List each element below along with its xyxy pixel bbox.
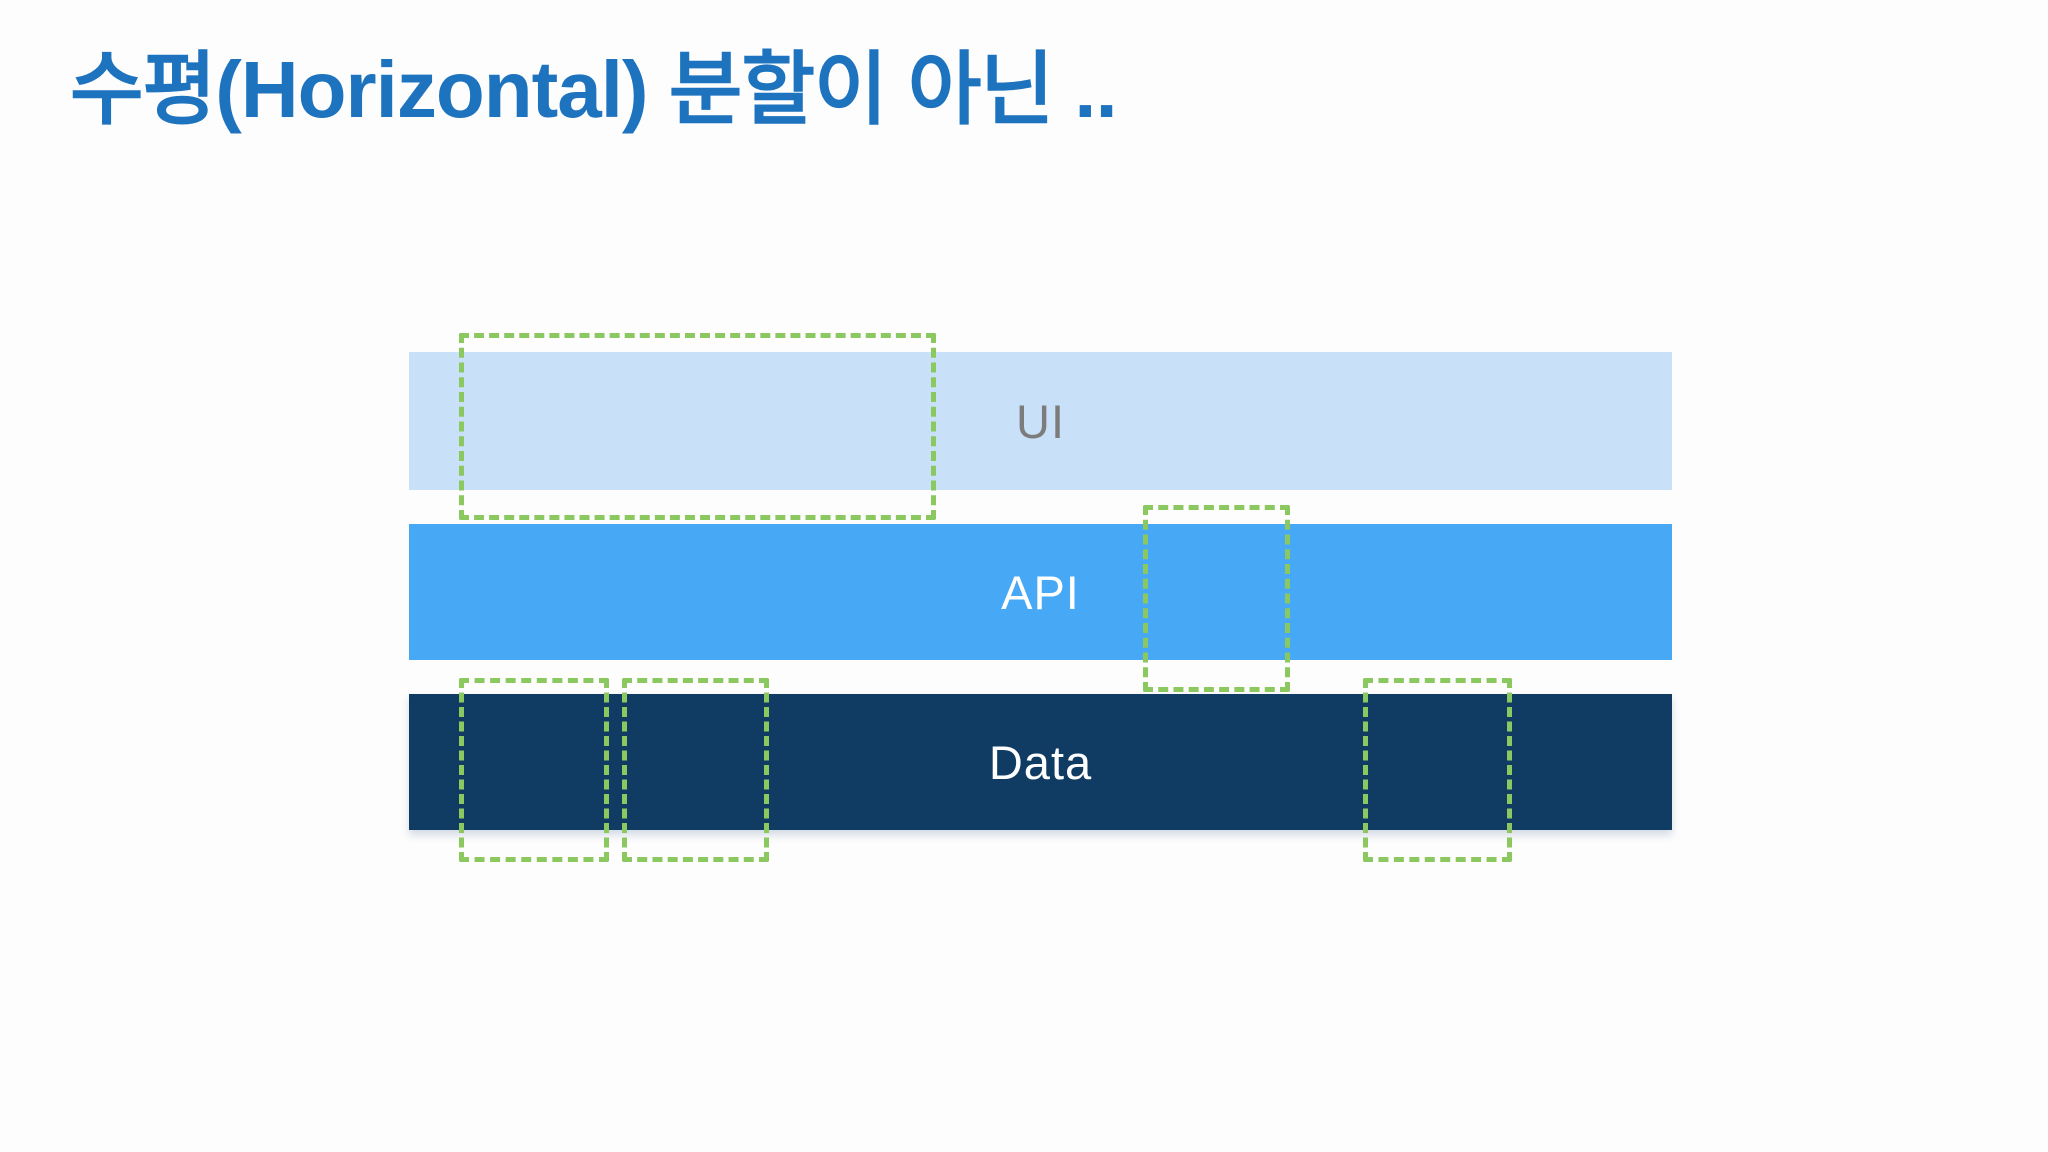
layer-label-data: Data <box>988 735 1093 789</box>
highlight-box-data <box>459 678 609 862</box>
layer-label-api: API <box>1001 565 1080 619</box>
slide-title: 수평(Horizontal) 분할이 아닌 .. <box>70 45 1118 134</box>
layer-bar-data: Data <box>409 694 1672 830</box>
layer-bar-api: API <box>409 524 1672 660</box>
layer-label-ui: UI <box>1016 394 1065 448</box>
highlight-box-api <box>1143 505 1290 692</box>
highlight-box-ui <box>459 333 936 520</box>
layer-bar-ui: UI <box>409 352 1672 490</box>
highlight-box-data <box>622 678 769 862</box>
highlight-box-data <box>1363 678 1512 862</box>
